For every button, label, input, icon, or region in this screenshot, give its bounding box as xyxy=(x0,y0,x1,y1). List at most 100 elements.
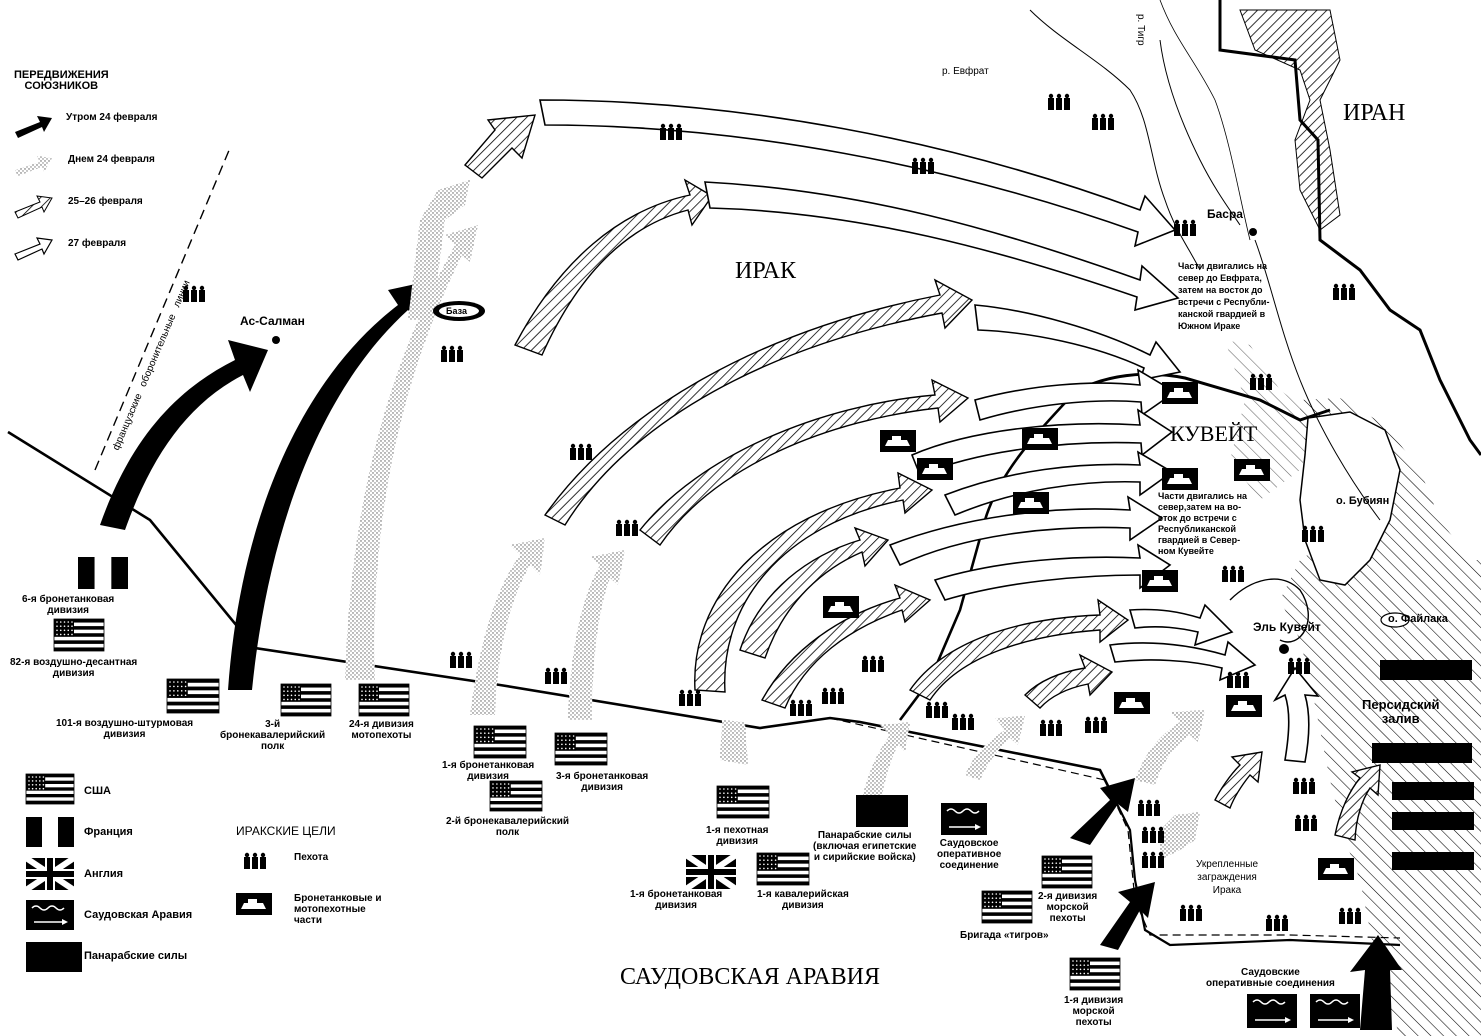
saudi-flag xyxy=(1247,994,1297,1028)
infantry-symbol xyxy=(1302,525,1324,542)
iraq-saudi-border xyxy=(7,430,1112,791)
arrow-outline-1 xyxy=(539,99,1177,248)
infantry-symbol xyxy=(1040,719,1062,736)
armor-symbol xyxy=(880,430,916,452)
arrow-hatch-2 xyxy=(514,178,714,356)
warship xyxy=(1380,660,1472,680)
panarab-flag xyxy=(856,795,908,827)
legend-arrow-hatched xyxy=(14,195,53,219)
usa-flag xyxy=(358,683,410,717)
infantry-symbol xyxy=(1174,219,1196,236)
arrow-hatch-10 xyxy=(1214,751,1263,809)
label-failaka: о. Файлака xyxy=(1388,613,1448,625)
infantry-symbol xyxy=(1250,373,1272,390)
usa-flag xyxy=(1069,957,1121,991)
unit-label: 2-й бронекавалерийский полк xyxy=(446,816,570,838)
infantry-symbol xyxy=(1138,799,1160,816)
arrow-hatch-11 xyxy=(1334,764,1381,841)
usa-flag xyxy=(473,725,527,759)
legend-arrow-solid xyxy=(15,116,52,138)
infantry-symbol xyxy=(1085,716,1107,733)
armor-symbol xyxy=(917,458,953,480)
armor-symbol xyxy=(1142,570,1178,592)
usa-flag xyxy=(1041,855,1093,889)
warships xyxy=(1372,660,1474,870)
flag-legend-uk: Англия xyxy=(84,868,124,880)
unit-label: 101-я воздушно-штурмовая дивизия xyxy=(56,718,194,740)
unit-label: 24-я дивизия мотопехоты xyxy=(349,719,414,741)
infantry-symbol xyxy=(926,701,948,718)
usa-flag xyxy=(716,785,770,819)
river-north xyxy=(1159,0,1251,241)
arrow-outline-11 xyxy=(1272,666,1320,763)
legend-label-day: Днем 24 февраля xyxy=(68,154,155,165)
infantry-symbol xyxy=(1227,671,1249,688)
shatt-river xyxy=(1254,239,1381,521)
arrow-hatch-7 xyxy=(760,583,932,709)
armor-symbol xyxy=(1013,492,1049,514)
infantry-symbol xyxy=(183,285,205,302)
label-bubiyan: о. Бубиян xyxy=(1336,495,1390,507)
unit-label: 6-я бронетанковая дивизия xyxy=(22,594,115,616)
arrow-dot-5 xyxy=(860,722,910,812)
unit-label: Бригада «тигров» xyxy=(960,930,1049,941)
bubiyan-island xyxy=(1299,411,1401,586)
iraqi-targets-infantry: Пехота xyxy=(294,852,329,863)
label-euphrates: р. Евфрат xyxy=(942,66,989,77)
armor-symbol xyxy=(823,596,859,618)
usa-flag xyxy=(489,780,543,812)
label-basra: Басра xyxy=(1207,207,1243,221)
infantry-symbol xyxy=(570,443,592,460)
unit-label: 2-я дивизия морской пехоты xyxy=(1038,891,1098,924)
unit-label: 3-я бронетанковая дивизия xyxy=(556,771,649,793)
unit-label: 1-я дивизия морской пехоты xyxy=(1064,995,1124,1028)
panarab-flag xyxy=(26,942,82,972)
uk-flag xyxy=(24,855,76,893)
infantry-symbol xyxy=(790,699,812,716)
usa-flag xyxy=(53,618,105,652)
infantry-symbol xyxy=(1288,657,1310,674)
legend-arrow-dotted xyxy=(15,156,52,176)
unit-label: 82-я воздушно-десантная дивизия xyxy=(10,657,138,679)
arrow-hatch-9 xyxy=(1023,653,1114,709)
arrow-dotted-top xyxy=(408,180,470,320)
infantry-symbol xyxy=(244,852,266,869)
armor-symbol xyxy=(236,893,272,915)
usa-flag xyxy=(280,683,332,717)
arrow-dot-4 xyxy=(720,720,748,765)
unit-label: 1-я бронетанковая дивизия xyxy=(442,760,535,782)
infantry-symbol xyxy=(660,123,682,140)
saudi-flag xyxy=(1310,994,1360,1028)
label-tigris: р. Тигр xyxy=(1135,14,1146,46)
arrow-6th-armor xyxy=(100,340,268,530)
infantry-symbol xyxy=(1339,907,1361,924)
legend-label-morning: Утром 24 февраля xyxy=(66,112,158,123)
iraqi-targets-title: ИРАКСКИЕ ЦЕЛИ xyxy=(236,824,336,838)
arrow-marines-1 xyxy=(1070,778,1135,845)
infantry-symbol xyxy=(912,157,934,174)
legend-title: ПЕРЕДВИЖЕНИЯ СОЮЗНИКОВ xyxy=(14,69,109,92)
armor-symbol xyxy=(1226,695,1262,717)
infantry-symbol xyxy=(616,519,638,536)
kuwait-city-dot xyxy=(1279,644,1289,654)
usa-flag xyxy=(166,678,220,714)
as-salman-dot xyxy=(272,336,280,344)
warship xyxy=(1392,812,1474,830)
infantry-symbol xyxy=(1048,93,1070,110)
arrow-hatch-8 xyxy=(908,598,1130,701)
usa-flag xyxy=(25,773,75,805)
label-gulf: Персидский залив xyxy=(1362,697,1440,726)
saudi-flag xyxy=(941,803,987,835)
armor-symbol xyxy=(1162,382,1198,404)
armor-symbol xyxy=(1114,692,1150,714)
infantry-symbol xyxy=(441,345,463,362)
iraqi-infantry-symbols xyxy=(183,93,1361,931)
kuwait-bay-coast xyxy=(1229,578,1309,643)
arrow-hatch-4 xyxy=(639,378,970,546)
infantry-symbol xyxy=(1295,814,1317,831)
arrow-outline-10 xyxy=(1108,640,1257,682)
label-iran: ИРАН xyxy=(1343,100,1406,126)
armor-symbol xyxy=(1234,459,1270,481)
label-base: База xyxy=(446,306,467,316)
